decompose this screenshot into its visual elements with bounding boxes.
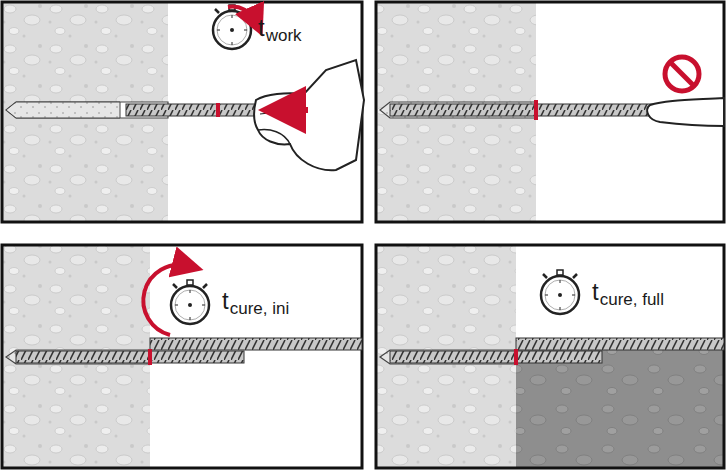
time-label: cure, full [600,291,664,308]
panel-full-cure [376,245,724,468]
time-label: t [222,289,229,313]
panel-no-touch [376,2,724,222]
time-label: t [258,16,265,40]
time-label: work [266,27,302,44]
panel-insert [2,2,364,222]
panel-initial-cure [2,245,362,468]
time-label: t [592,280,599,304]
time-label: cure, ini [230,300,290,317]
